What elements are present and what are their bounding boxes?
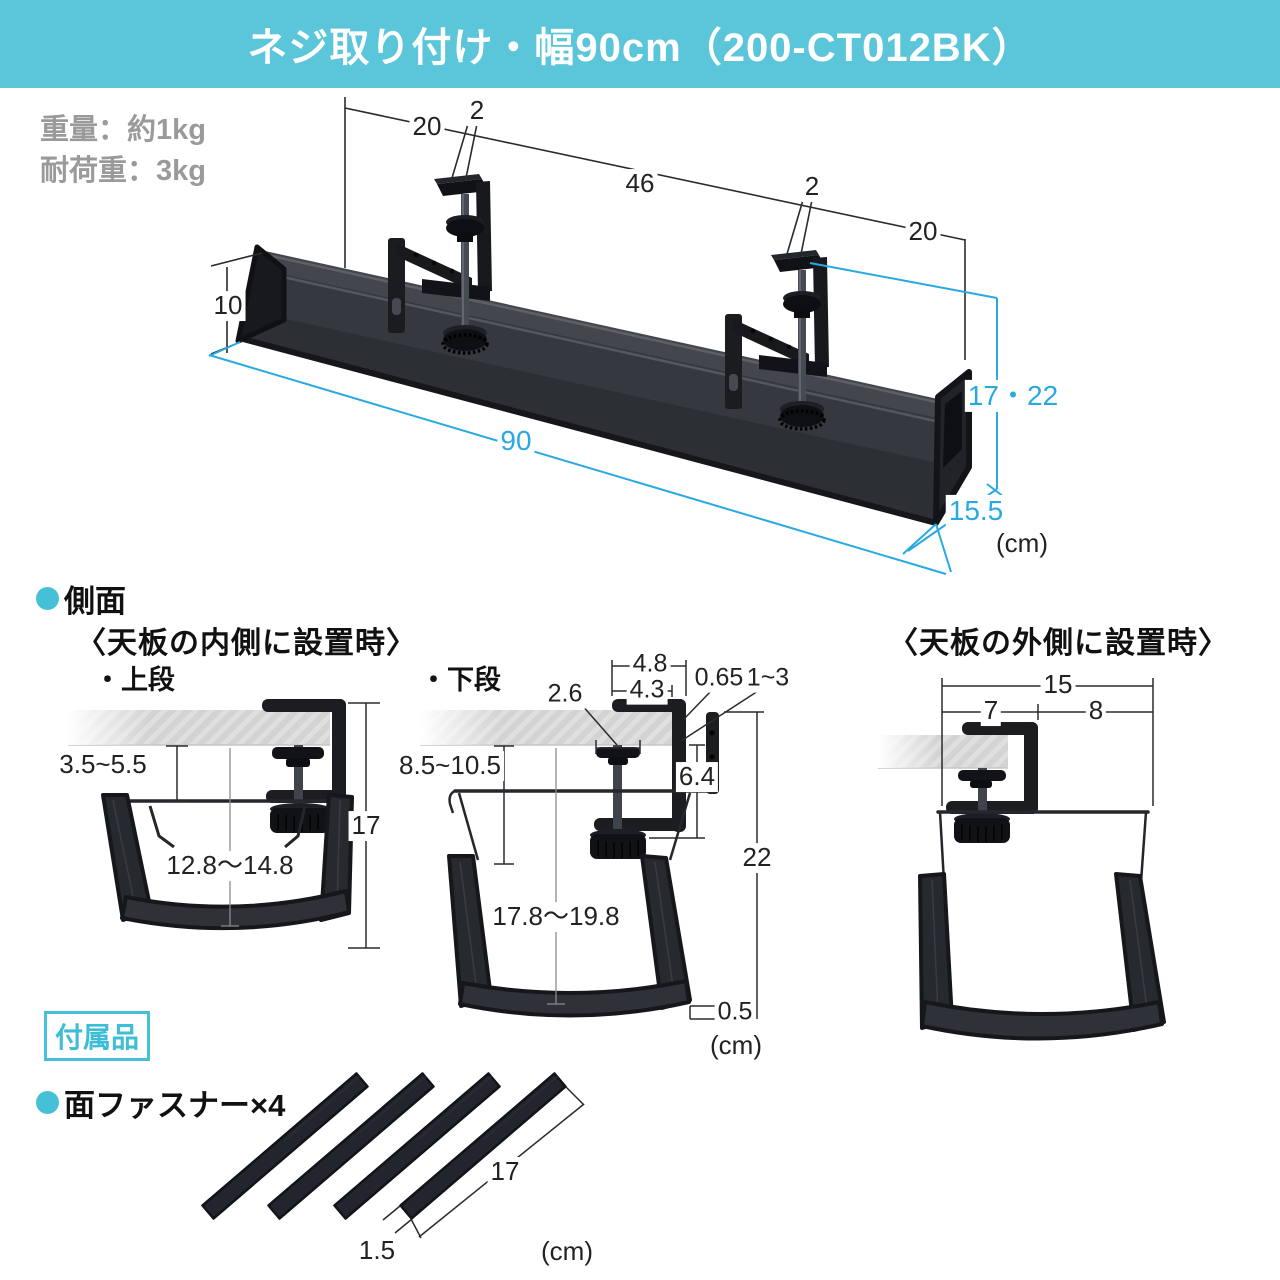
accessory-item-label: 面ファスナー×4: [64, 1088, 286, 1123]
dim-right-offset: 20: [905, 216, 941, 247]
dim-desk-to-bar-upper: 3.5~5.5: [56, 749, 150, 780]
dim-inner-depth-lower: 17.8～19.8: [489, 901, 623, 932]
side-view-lower: [420, 660, 764, 1020]
dim-clamp1-width: 2: [466, 95, 488, 126]
lower-label: ・下段: [420, 665, 501, 695]
dim-plate-thickness: 0.65: [691, 663, 747, 693]
dim-fabric-thickness: 0.5: [714, 997, 756, 1027]
dim-clamp-spacing: 46: [622, 168, 658, 199]
side-view-outer: [878, 678, 1166, 1041]
velcro-strips: [201, 1072, 585, 1239]
unit-side: (cm): [707, 1030, 765, 1061]
dim-arm-outer: 4.8: [629, 649, 671, 679]
weight-specs: 重量：約1kg 耐荷重：3kg: [40, 110, 206, 192]
dim-total-height-lower: 22: [739, 842, 775, 873]
spec-load: 耐荷重：3kg: [40, 155, 206, 187]
spec-weight: 重量：約1kg: [40, 114, 206, 146]
dim-strip-length: 17: [487, 1156, 523, 1187]
dim-total-depth-outer: 15: [1040, 669, 1076, 700]
dim-hang-height: 17・22: [964, 379, 1062, 413]
dim-under-desk: 6.4: [675, 761, 719, 792]
accessory-item: 面ファスナー×4: [36, 1080, 285, 1125]
dim-desk-to-bar-lower: 8.5~10.5: [396, 750, 504, 781]
bullet-icon: [36, 587, 59, 610]
unit-accessory: (cm): [538, 1236, 596, 1267]
dim-clamp2-width: 2: [801, 171, 823, 202]
product-3d-view: [235, 244, 972, 526]
header-bar: ネジ取り付け・幅90cm（200-CT012BK）: [0, 0, 1280, 88]
desk-clamp-illustration: [388, 174, 492, 355]
dim-strip-width: 1.5: [355, 1235, 399, 1266]
dim-inner-depth-upper: 12.8～14.8: [163, 850, 297, 881]
dim-pad-width: 2.6: [544, 679, 586, 709]
dim-total-height-upper: 17: [348, 810, 384, 841]
outer-heading: 〈天板の外側に設置時〉: [888, 627, 1229, 660]
dim-back-height: 10: [210, 290, 246, 321]
accessory-box: 付属品: [44, 1011, 150, 1061]
dim-clamp-side-outer: 7: [980, 695, 1002, 726]
dim-hang-side-outer: 8: [1085, 695, 1107, 726]
dim-arm-inner: 4.3: [626, 675, 668, 705]
accessory-box-label: 付属品: [54, 1022, 139, 1053]
bullet-icon: [36, 1091, 59, 1114]
side-section-title: 側面: [36, 576, 126, 621]
side-view-upper: [68, 699, 380, 949]
dim-desk-thickness: 1~3: [743, 663, 793, 693]
side-section-label: 側面: [64, 584, 126, 619]
upper-label: ・上段: [94, 665, 175, 695]
dim-depth: 15.5: [945, 494, 1007, 528]
page-title: ネジ取り付け・幅90cm（200-CT012BK）: [247, 26, 1033, 70]
inner-heading: 〈天板の内側に設置時〉: [76, 627, 417, 660]
unit-main: (cm): [993, 528, 1051, 559]
dim-total-width: 90: [497, 424, 535, 458]
dim-left-offset: 20: [409, 111, 445, 142]
